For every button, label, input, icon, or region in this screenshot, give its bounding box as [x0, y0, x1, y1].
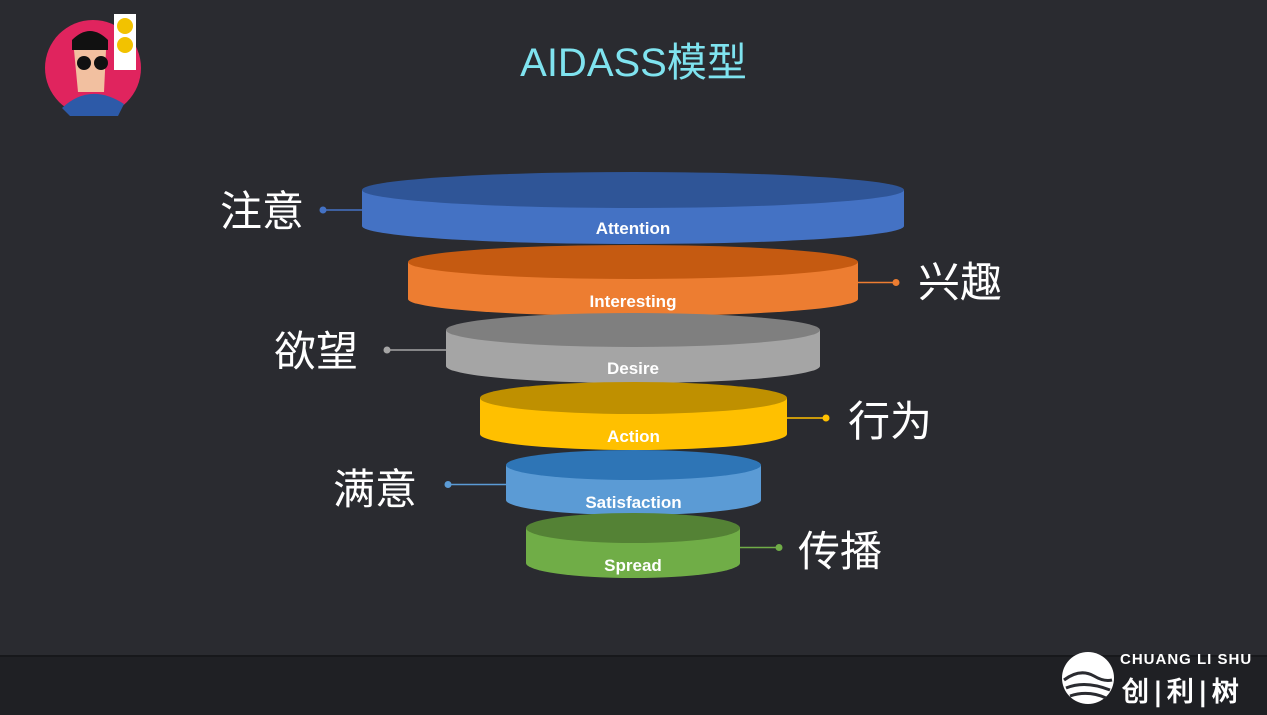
funnel-layer-attention: Attention 注意 [220, 172, 904, 244]
connector-dot [444, 481, 452, 488]
layer-label-en: Spread [604, 556, 662, 575]
layer-top [362, 172, 904, 208]
layer-label-en: Satisfaction [585, 493, 681, 512]
brand-name-cn: 创|利|树 [1122, 677, 1243, 708]
layer-label-cn: 欲望 [274, 327, 358, 376]
layer-label-en: Action [607, 427, 660, 446]
layer-label-en: Desire [607, 359, 659, 378]
layer-top [446, 313, 820, 347]
footer-bar [0, 655, 1267, 715]
layer-top [506, 450, 761, 480]
funnel-layer-satisfaction: Satisfaction 满意 [333, 450, 761, 516]
layer-label-cn: 传播 [798, 527, 882, 576]
layer-label-en: Interesting [590, 292, 677, 311]
funnel-layer-desire: Desire 欲望 [274, 313, 820, 383]
layer-label-cn: 注意 [220, 187, 304, 236]
avatar-logo [45, 14, 141, 116]
layer-label-en: Attention [596, 219, 671, 238]
connector-dot [775, 544, 783, 551]
connector-dot [822, 414, 830, 422]
layer-label-cn: 行为 [848, 397, 932, 446]
brand-name-en: CHUANG LI SHU [1120, 651, 1253, 668]
connector-dot [319, 206, 327, 214]
connector-dot [892, 279, 900, 286]
layer-top [526, 513, 740, 543]
funnel-layer-action: Action 行为 [480, 382, 932, 450]
layer-top [408, 245, 858, 279]
layer-label-cn: 满意 [333, 465, 417, 514]
funnel-layer-interesting: Interesting 兴趣 [408, 245, 1002, 316]
connector-dot [383, 346, 391, 354]
layer-label-cn: 兴趣 [918, 258, 1002, 307]
slide-title: AIDASS模型 [520, 41, 747, 85]
funnel-layer-spread: Spread 传播 [526, 513, 882, 578]
layer-top [480, 382, 787, 414]
